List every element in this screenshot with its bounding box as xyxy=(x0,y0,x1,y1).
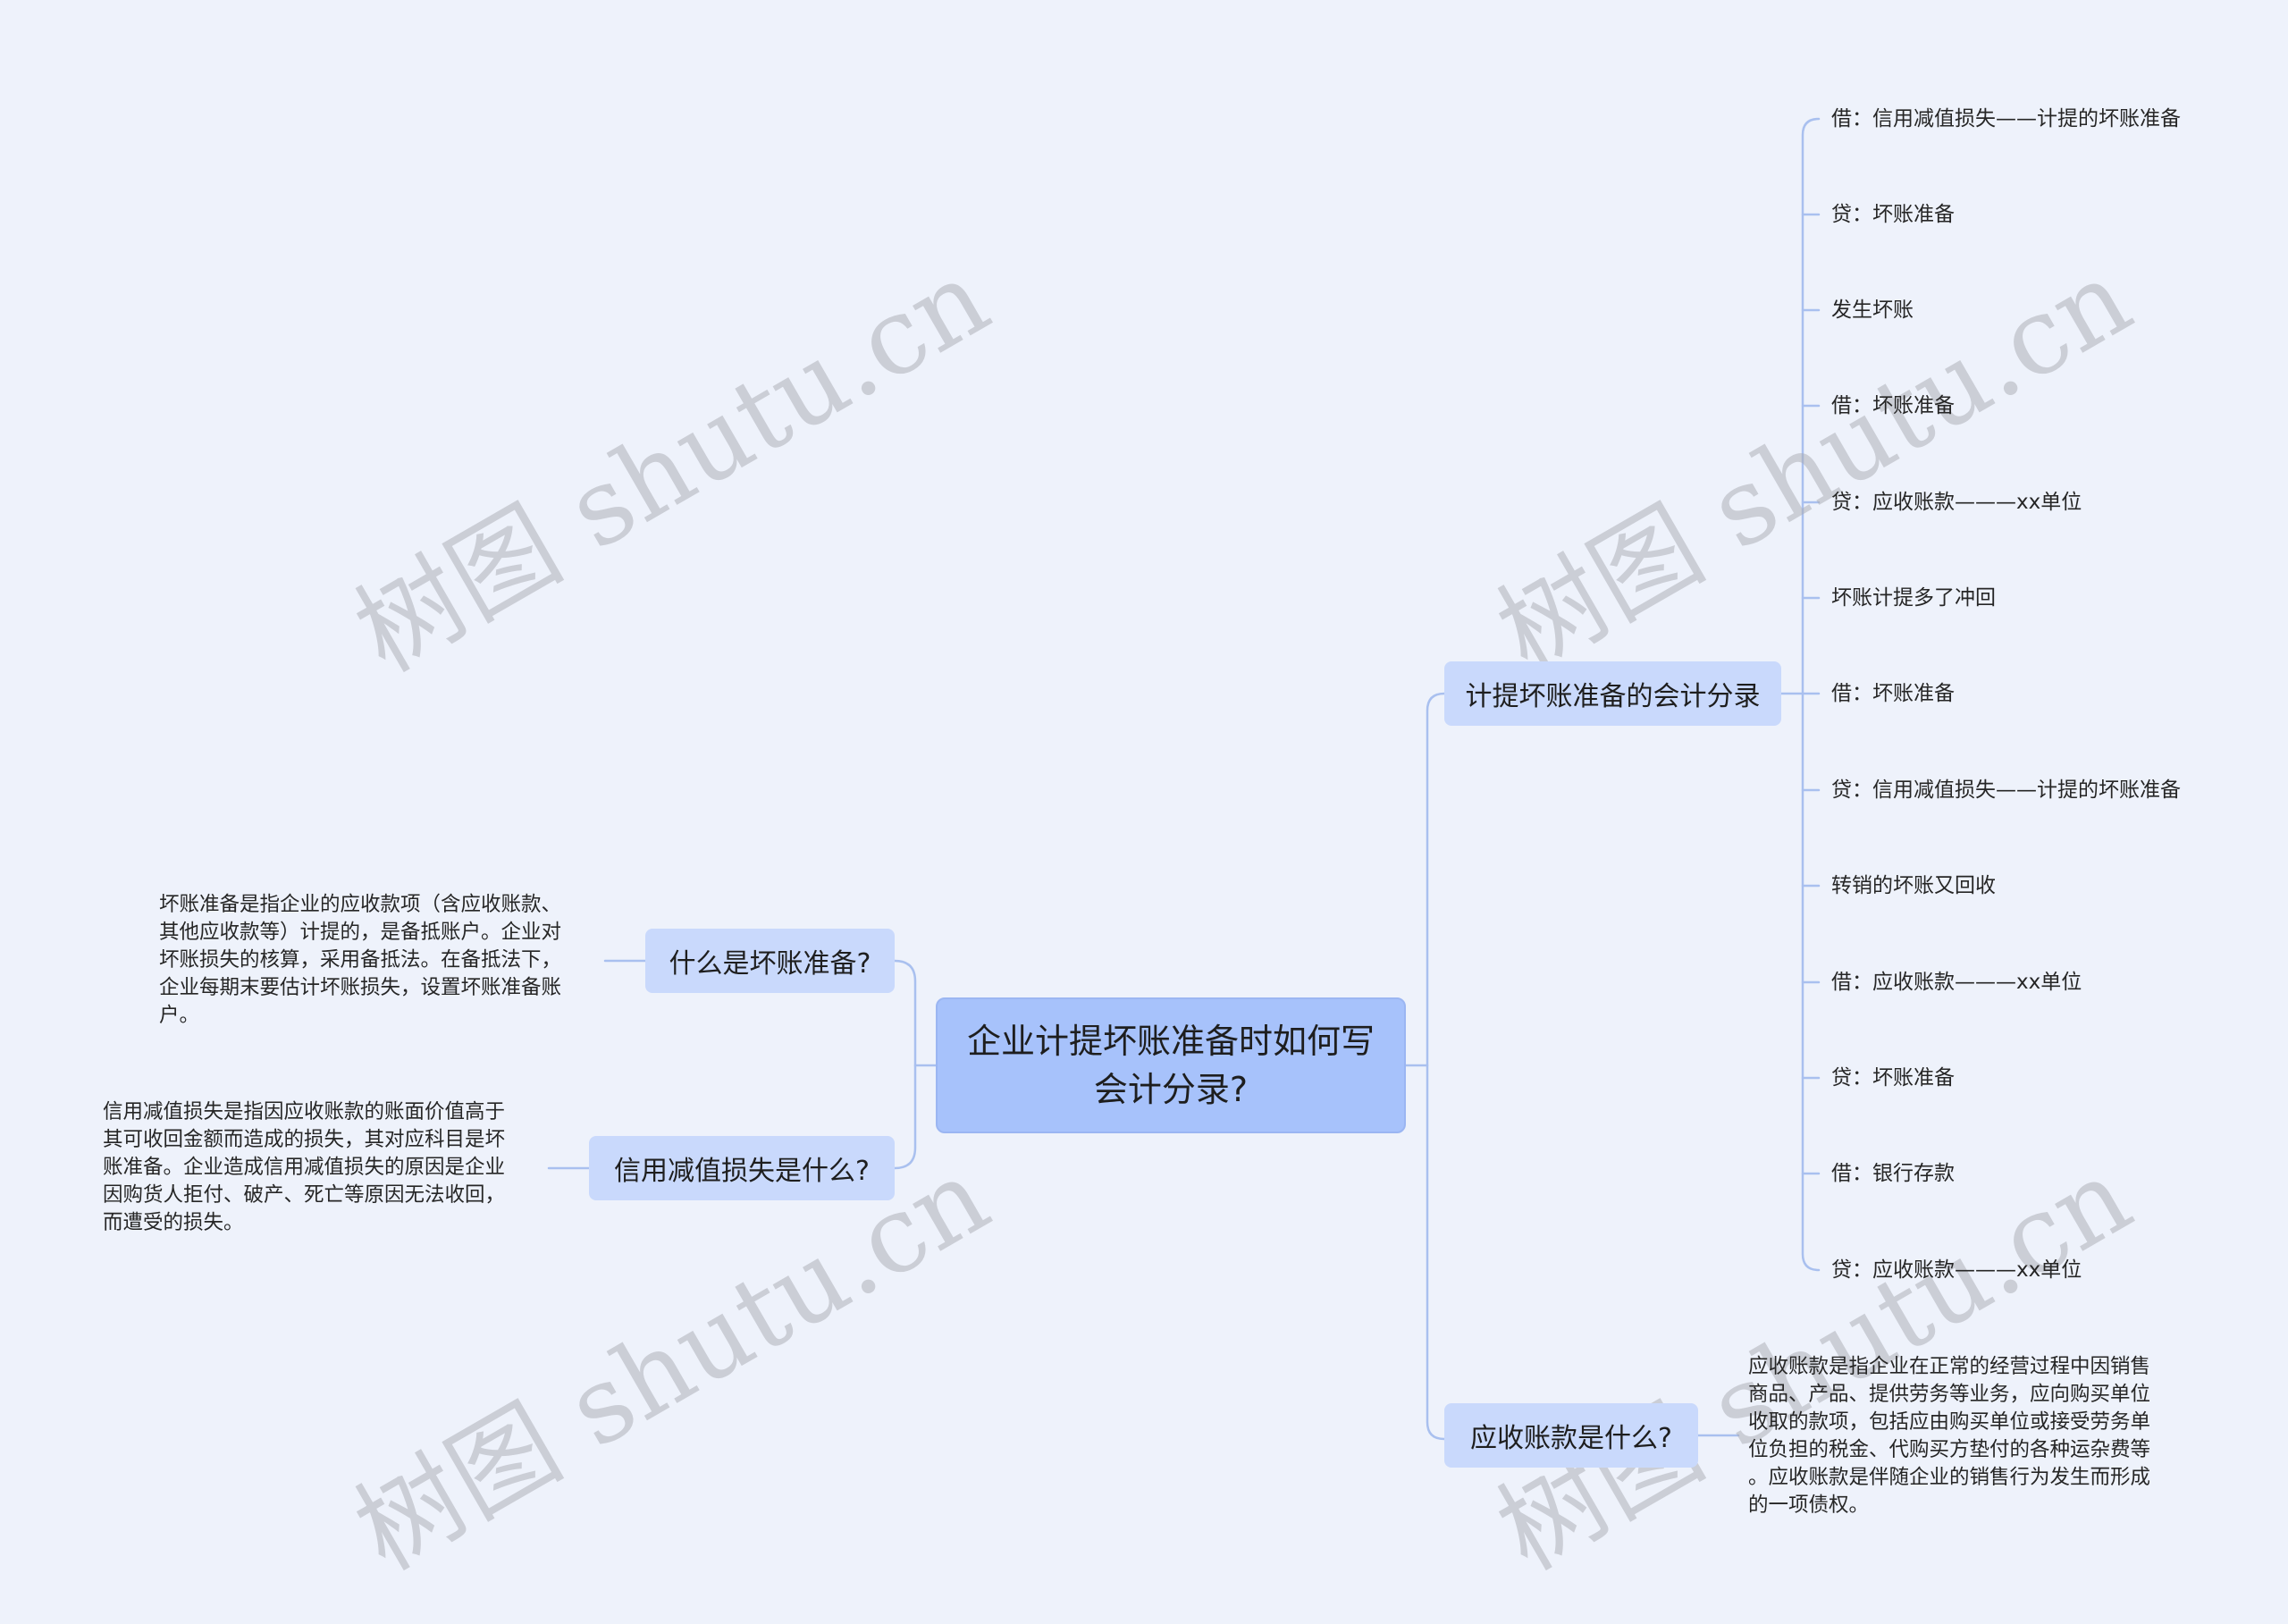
detail-what-is-bad-debt-provision: 坏账准备是指企业的应收款项（含应收账款、 其他应收款等）计提的，是备抵账户。企业… xyxy=(159,893,562,1027)
branch-label: 信用减值损失是什么? xyxy=(614,1156,870,1187)
branch-what-is-accounts-receivable[interactable]: 应收账款是什么? xyxy=(1444,1403,1698,1468)
entry-item[interactable]: 贷：信用减值损失——计提的坏账准备 xyxy=(1831,778,2181,802)
entry-item[interactable]: 贷：坏账准备 xyxy=(1831,1066,1955,1090)
branch-label: 应收账款是什么? xyxy=(1470,1423,1672,1454)
branch-what-is-credit-impairment-loss[interactable]: 信用减值损失是什么? xyxy=(589,1136,895,1200)
detail-what-is-credit-impairment-loss: 信用减值损失是指因应收账款的账面价值高于 其可收回金额而造成的损失，其对应科目是… xyxy=(103,1100,506,1234)
branch-label: 计提坏账准备的会计分录 xyxy=(1465,681,1761,712)
right-trunk xyxy=(1426,692,1446,1441)
entry-item[interactable]: 借：信用减值损失——计提的坏账准备 xyxy=(1831,107,2181,130)
entry-item[interactable]: 转销的坏账又回收 xyxy=(1831,874,1996,897)
entry-item[interactable]: 借：坏账准备 xyxy=(1831,394,1955,417)
entry-item[interactable]: 贷：应收账款———xx单位 xyxy=(1831,491,2082,514)
entry-item[interactable]: 借：应收账款———xx单位 xyxy=(1831,971,2082,994)
entry-item[interactable]: 借：坏账准备 xyxy=(1831,682,1955,705)
root-topic[interactable]: 企业计提坏账准备时如何写会计分录? xyxy=(936,997,1406,1133)
entry-item[interactable]: 贷：应收账款———xx单位 xyxy=(1831,1258,2082,1282)
left-trunk xyxy=(893,959,917,1170)
detail-what-is-accounts-receivable: 应收账款是指企业在正常的经营过程中因销售 商品、产品、提供劳务等业务，应向购买单… xyxy=(1748,1355,2151,1517)
branch-bad-debt-journal-entries[interactable]: 计提坏账准备的会计分录 xyxy=(1444,661,1781,726)
branch-label: 什么是坏账准备? xyxy=(669,948,871,980)
entry-item[interactable]: 坏账计提多了冲回 xyxy=(1831,586,1996,610)
entry-item[interactable]: 发生坏账 xyxy=(1831,299,1914,322)
entry-item[interactable]: 贷：坏账准备 xyxy=(1831,203,1955,226)
root-topic-text: 企业计提坏账准备时如何写会计分录? xyxy=(966,1022,1375,1109)
branch-what-is-bad-debt-provision[interactable]: 什么是坏账准备? xyxy=(645,929,895,993)
entry-item[interactable]: 借：银行存款 xyxy=(1831,1162,1955,1185)
